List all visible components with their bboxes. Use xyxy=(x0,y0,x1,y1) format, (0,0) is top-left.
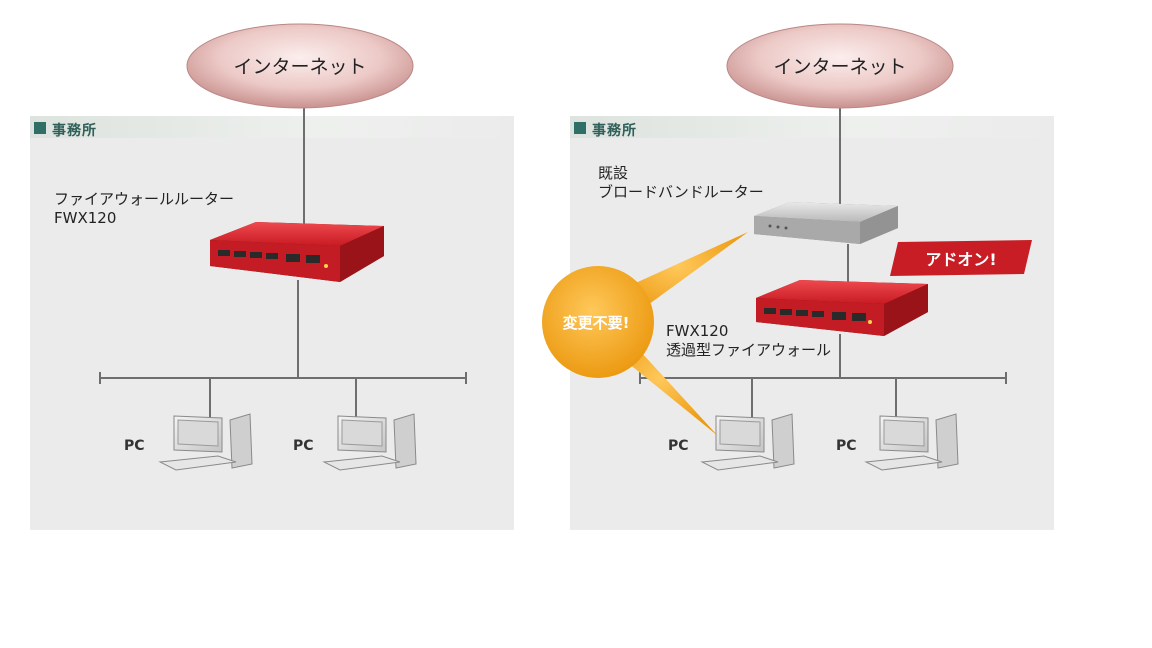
right-internet-label: インターネット xyxy=(773,56,906,78)
addon-badge-label: アドオン! xyxy=(925,250,996,269)
left-internet-cloud: インターネット xyxy=(186,23,414,109)
right-fwx120-router-icon xyxy=(756,280,928,336)
right-wiring xyxy=(639,90,1007,418)
right-pc-1-label: PC xyxy=(668,438,689,454)
left-fwx120-router-icon xyxy=(210,222,384,282)
left-pc-2-icon xyxy=(322,413,417,471)
left-router-label: ファイアウォールルーター FWX120 xyxy=(54,190,234,228)
no-change-label: 変更不要! xyxy=(563,314,630,332)
left-router-label-line1: ファイアウォールルーター xyxy=(54,190,235,208)
fwx-transparent-label-line2: 透過型ファイアウォール xyxy=(666,341,832,359)
fwx-transparent-label-line1: FWX120 xyxy=(666,322,729,340)
left-router-label-line2: FWX120 xyxy=(54,209,117,227)
no-change-bubble: 変更不要! xyxy=(542,232,748,436)
existing-router-label-line1: 既設 xyxy=(598,164,629,182)
right-office-title: 事務所 xyxy=(592,123,637,139)
office-marker-icon xyxy=(574,122,586,134)
right-office-header: 事務所 xyxy=(570,116,1054,139)
right-internet-cloud: インターネット xyxy=(726,23,954,109)
left-pc-1-icon xyxy=(158,413,253,471)
right-pc-2-icon xyxy=(864,413,959,471)
broadband-router-icon xyxy=(754,202,898,244)
left-wiring xyxy=(99,90,467,418)
left-office-title: 事務所 xyxy=(52,123,97,139)
left-office-header: 事務所 xyxy=(30,116,514,139)
right-pc-1-icon xyxy=(700,413,795,471)
left-pc-1-label: PC xyxy=(124,438,145,454)
left-office-panel: 事務所 xyxy=(30,116,514,530)
existing-router-label: 既設 ブロードバンドルーター xyxy=(598,164,764,202)
fwx-transparent-label: FWX120 透過型ファイアウォール xyxy=(666,322,831,360)
left-internet-label: インターネット xyxy=(233,56,366,78)
addon-badge: アドオン! xyxy=(890,240,1032,276)
left-pc-2-label: PC xyxy=(293,438,314,454)
right-pc-2-label: PC xyxy=(836,438,857,454)
office-marker-icon xyxy=(34,122,46,134)
existing-router-label-line2: ブロードバンドルーター xyxy=(598,183,764,201)
